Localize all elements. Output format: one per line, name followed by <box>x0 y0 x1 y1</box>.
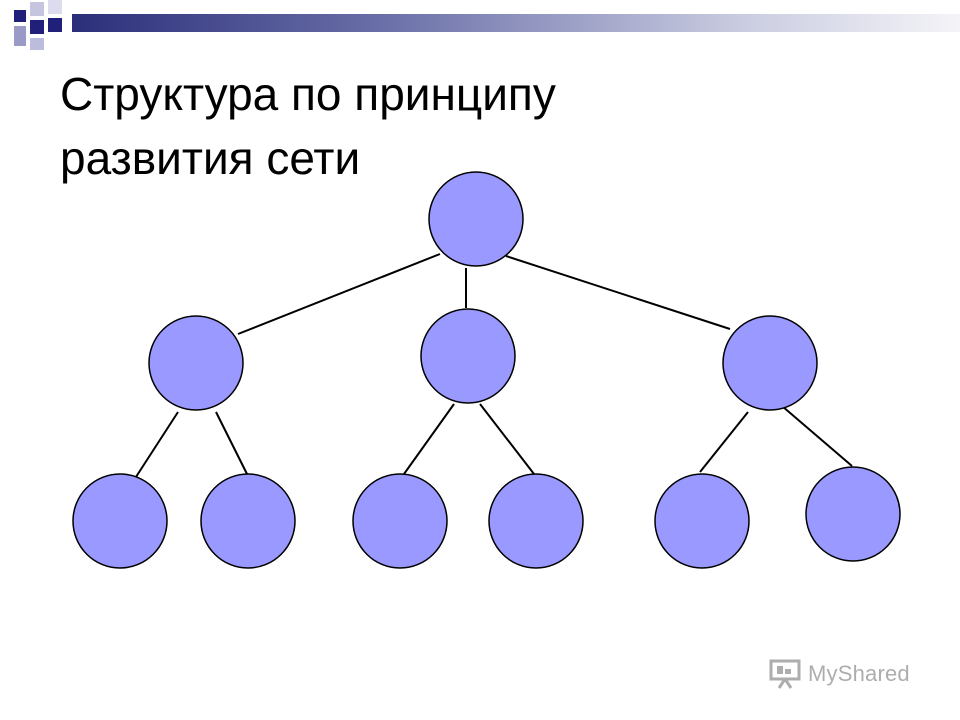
tree-node-level1 <box>722 315 818 411</box>
edge-root-child <box>237 253 441 335</box>
edge-child-leaf <box>133 411 179 481</box>
watermark-text: MyShared <box>808 661 910 686</box>
corner-square <box>14 26 26 46</box>
edge-root-child <box>505 255 731 330</box>
corner-square <box>30 20 44 34</box>
edge-child-leaf <box>699 411 749 473</box>
tree-node-level1 <box>420 308 516 404</box>
title-line-1: Структура по принципу <box>60 68 556 120</box>
corner-square <box>48 0 62 14</box>
tree-node-leaf <box>488 473 584 569</box>
tree-node-leaf <box>654 473 750 569</box>
watermark: MyShared <box>768 656 910 692</box>
tree-node-root <box>428 171 524 267</box>
tree-node-leaf <box>200 473 296 569</box>
edge-child-leaf <box>781 405 853 467</box>
tree-node-leaf <box>805 466 901 562</box>
edge-child-leaf <box>215 411 249 477</box>
edge-child-leaf <box>479 403 535 475</box>
header-bar <box>72 14 960 32</box>
presentation-board-icon <box>769 659 801 689</box>
slide-title: Структура по принципу развития сети <box>60 62 780 190</box>
title-line-2: развития сети <box>60 132 361 184</box>
tree-node-level1 <box>148 315 244 411</box>
corner-square <box>30 38 44 50</box>
tree-node-leaf <box>72 473 168 569</box>
corner-square <box>48 18 62 32</box>
corner-square <box>30 2 44 16</box>
tree-node-leaf <box>352 473 448 569</box>
corner-square <box>14 10 26 22</box>
edge-child-leaf <box>403 403 455 475</box>
